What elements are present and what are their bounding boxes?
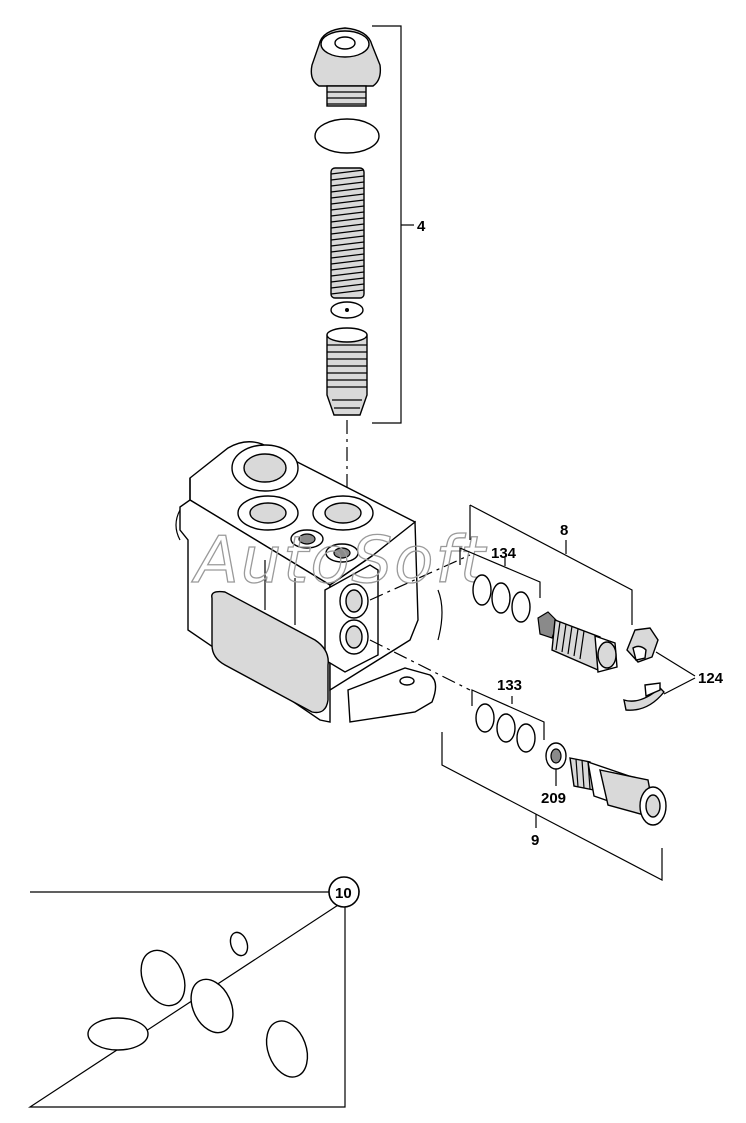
callout-9: 9 bbox=[531, 832, 539, 849]
seal-kit-callout-circle bbox=[328, 876, 360, 908]
valve-body bbox=[175, 441, 443, 723]
valve-oring bbox=[314, 118, 380, 154]
relief-valve-8 bbox=[459, 504, 633, 673]
callout-10: 10 bbox=[335, 885, 352, 902]
callout-8: 8 bbox=[560, 522, 568, 539]
callout-124: 124 bbox=[698, 670, 724, 687]
seal-kit-10 bbox=[27, 876, 361, 1108]
callout-134: 134 bbox=[491, 545, 517, 562]
valve-cap bbox=[310, 27, 382, 107]
valve-assembly-4 bbox=[310, 25, 414, 545]
clip-parts-124 bbox=[623, 627, 696, 711]
callout-4: 4 bbox=[417, 218, 426, 235]
callout-133: 133 bbox=[497, 677, 522, 694]
valve-poppet bbox=[326, 327, 368, 416]
valve-washer bbox=[330, 301, 364, 319]
relief-valve-9 bbox=[441, 689, 667, 881]
valve-spring bbox=[330, 167, 365, 299]
callout-209: 209 bbox=[541, 790, 566, 807]
watermark: AutoSoft bbox=[191, 524, 488, 598]
